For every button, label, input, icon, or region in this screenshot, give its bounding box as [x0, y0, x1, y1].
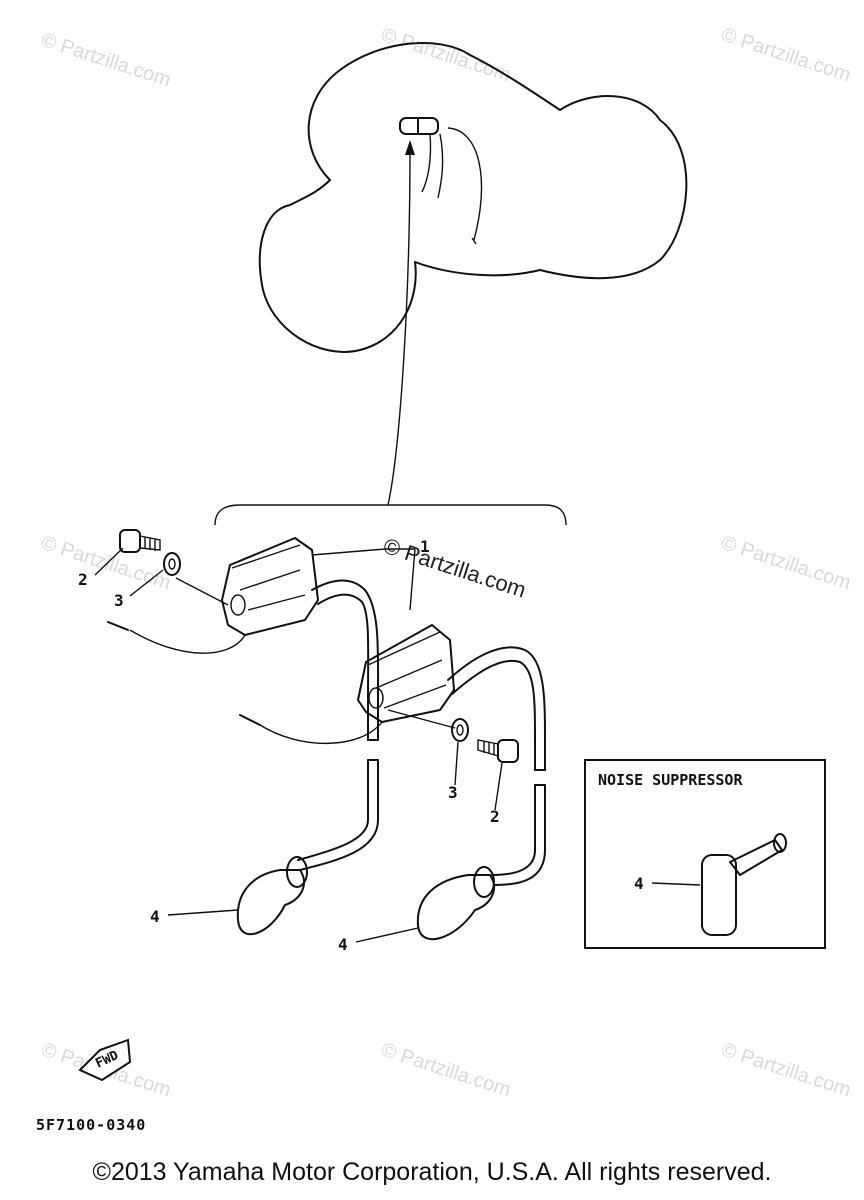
part-number: 5F7100-0340 [36, 1116, 146, 1134]
watermark: © Partzilla.com [38, 532, 173, 595]
watermark: © Partzilla.com [378, 24, 513, 87]
copyright-notice: ©2013 Yamaha Motor Corporation, U.S.A. A… [92, 1158, 772, 1186]
bolt-left [119, 529, 161, 553]
watermark: © Partzilla.com [38, 29, 173, 92]
fwd-arrow-icon: FWD [78, 1038, 132, 1082]
noise-suppressor-cap [701, 833, 787, 936]
callout-4-left: 4 [150, 907, 160, 926]
washer-left [163, 552, 181, 576]
spark-plug-cap-right [416, 866, 495, 941]
watermark-dark: © Partzilla.com [380, 533, 529, 603]
watermark: © Partzilla.com [718, 24, 853, 87]
callout-2-left: 2 [78, 570, 88, 589]
callout-2-right: 2 [490, 807, 500, 826]
bolt-right [477, 739, 519, 763]
noise-suppressor-title: NOISE SUPPRESSOR [598, 771, 743, 789]
noise-suppressor-box: NOISE SUPPRESSOR 4 [584, 759, 826, 949]
callout-leaders [94, 547, 503, 943]
ignition-coil-left [107, 537, 380, 871]
callout-1: 1 [420, 537, 430, 556]
spark-plug-cap-left [236, 856, 308, 936]
callout-3-right: 3 [448, 783, 458, 802]
ignition-coil-right [239, 624, 546, 886]
washer-right [451, 718, 469, 742]
callout-3-left: 3 [114, 591, 124, 610]
location-arrow [214, 140, 567, 526]
callout-4-right: 4 [338, 935, 348, 954]
inset-callout-4: 4 [634, 874, 644, 893]
watermark: © Partzilla.com [718, 1039, 853, 1102]
motorcycle-outline [258, 42, 688, 353]
watermark: © Partzilla.com [378, 1039, 513, 1102]
watermark: © Partzilla.com [718, 532, 853, 595]
